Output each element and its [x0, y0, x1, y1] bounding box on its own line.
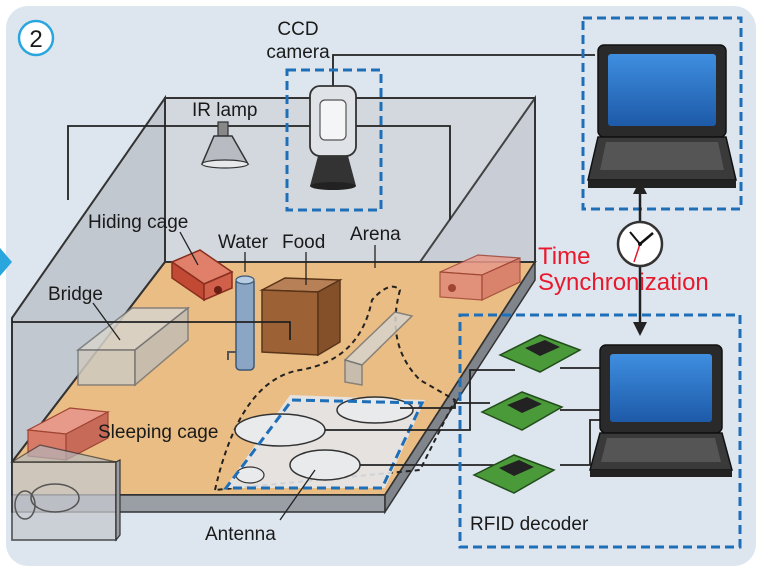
hiding-cage-label: Hiding cage — [88, 212, 188, 233]
rfid-section — [458, 313, 742, 549]
rfid-dashed-box — [458, 313, 742, 549]
arena-label: Arena — [350, 224, 401, 245]
antenna-disc — [235, 466, 265, 484]
panel-number-badge: 2 — [17, 19, 55, 57]
sleeping-cage-label: Sleeping cage — [98, 422, 218, 443]
ccd-camera — [285, 68, 383, 212]
clock-icon — [616, 220, 664, 268]
arena-box — [9, 94, 537, 542]
water-bottle — [227, 275, 255, 371]
antenna-disc — [234, 413, 326, 447]
leader-lines — [92, 231, 376, 521]
sleeping-box — [9, 444, 121, 542]
bridge-label: Bridge — [48, 284, 103, 305]
laptop-top-dashed-box — [581, 16, 743, 211]
arena-region-outline — [213, 285, 457, 492]
sync-connector — [633, 180, 647, 336]
antenna-group — [223, 396, 425, 490]
small-bridge — [343, 311, 414, 386]
hiding-cage — [170, 249, 234, 302]
antenna-disc — [289, 449, 361, 481]
laptop-screen — [608, 54, 716, 126]
time-sync-label-line1: Time — [538, 243, 590, 270]
rfid-board — [498, 334, 582, 373]
bridge — [75, 306, 191, 387]
antenna-label: Antenna — [205, 524, 276, 545]
ccd-camera-label-line2: camera — [266, 42, 330, 63]
food-label: Food — [282, 232, 325, 253]
cables — [12, 54, 600, 466]
left-arrow-icon — [0, 248, 12, 276]
time-sync-label-line2: Synchronization — [538, 269, 709, 296]
panel-number: 2 — [29, 26, 42, 53]
ccd-camera-label-line1: CCD — [277, 19, 318, 40]
water-label: Water — [218, 232, 269, 253]
rfid-decoder-label: RFID decoder — [470, 514, 589, 535]
camera-dashed-box — [285, 68, 383, 212]
food-block — [259, 277, 343, 357]
laptop-top — [581, 16, 743, 211]
laptop-bottom — [589, 344, 733, 477]
ir-lamp-label: IR lamp — [192, 100, 257, 121]
antenna-dashed-box — [223, 398, 425, 490]
rfid-board — [472, 454, 556, 494]
rfid-board — [480, 391, 564, 431]
ir-lamp — [200, 121, 250, 169]
far-cage — [439, 254, 521, 301]
